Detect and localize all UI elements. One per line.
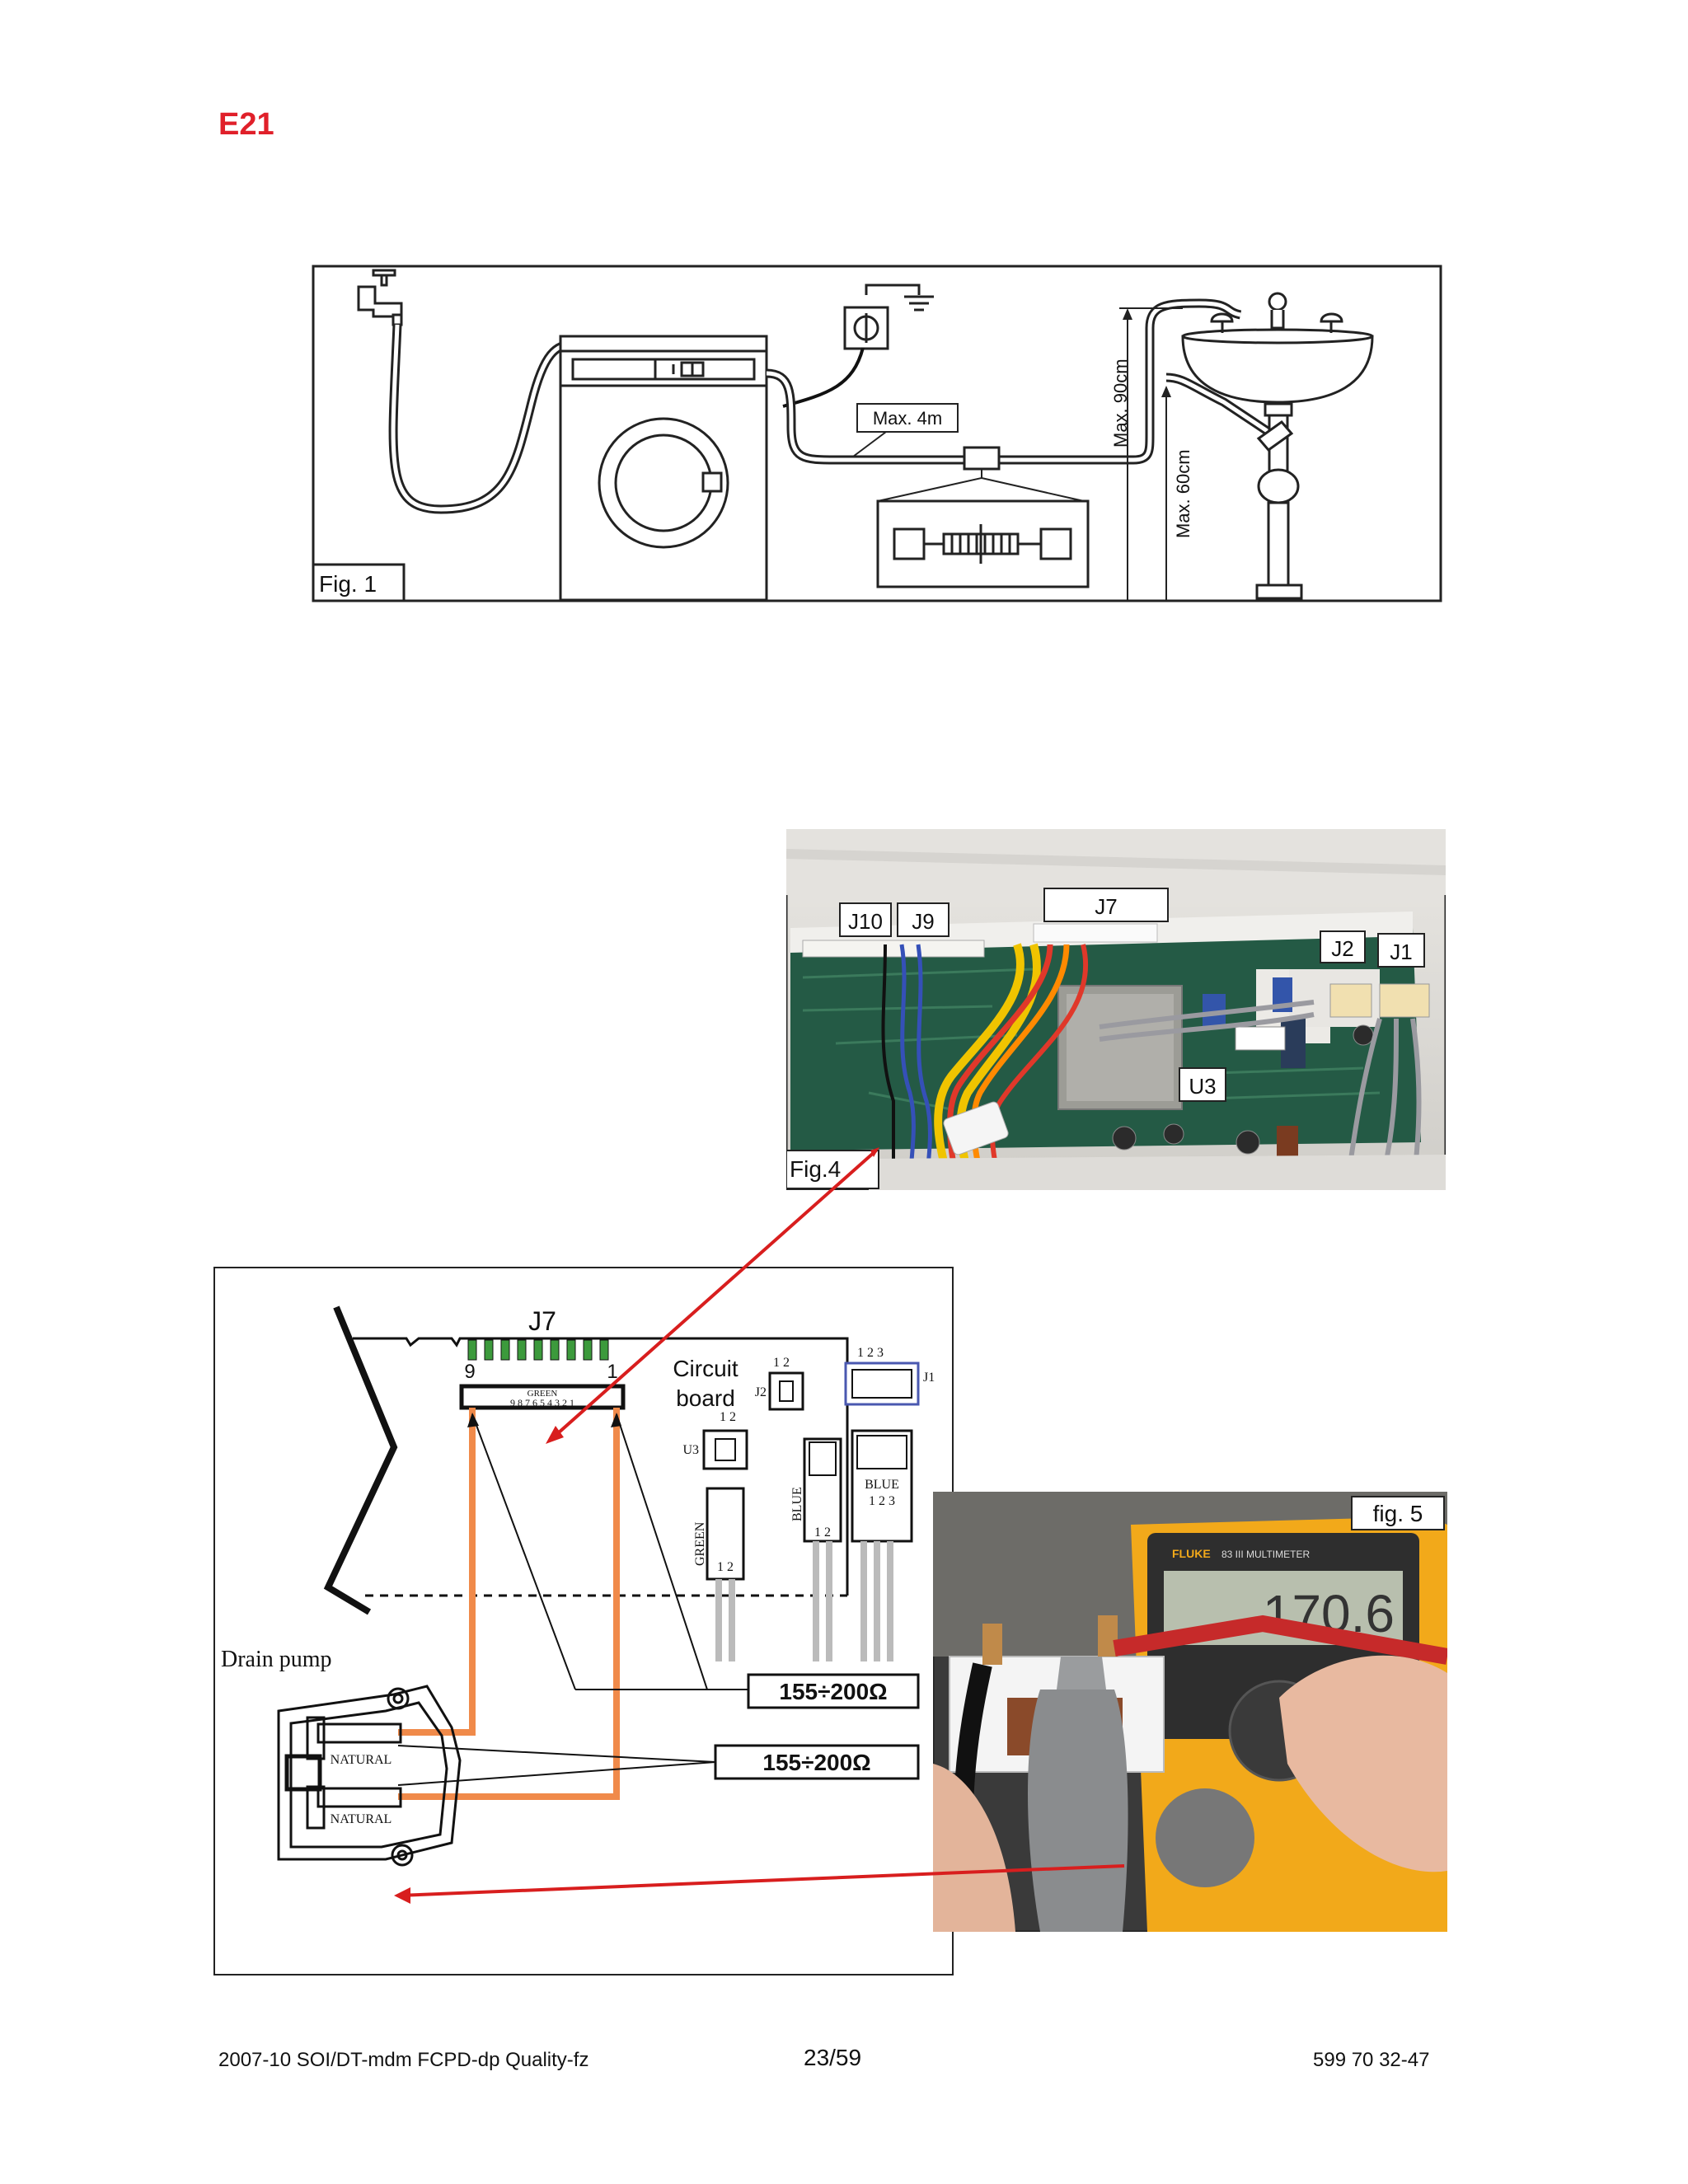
connector-label-j1: J1 bbox=[1390, 940, 1412, 964]
j2-pin-numbers: 1 2 bbox=[773, 1356, 790, 1370]
pin-9-label: 9 bbox=[464, 1361, 475, 1383]
blue-plug-pins: 1 2 bbox=[814, 1526, 831, 1540]
connector-label-j9: J9 bbox=[912, 909, 934, 934]
page-number: 23/59 bbox=[804, 2045, 862, 2070]
connector-labels: J10 J9 J7 J2 J1 U3 bbox=[839, 888, 1425, 1102]
schematic-j2-label: J2 bbox=[755, 1385, 767, 1399]
schematic-u3-label: U3 bbox=[682, 1443, 699, 1457]
fig4-label: Fig.4 bbox=[790, 1156, 841, 1182]
blue-horizontal-label: BLUE bbox=[865, 1478, 899, 1492]
green-plug-pins: 1 2 bbox=[717, 1560, 734, 1574]
j7-pins bbox=[467, 1339, 609, 1361]
connector-label-j2: J2 bbox=[1331, 936, 1353, 961]
drain-pump-label: Drain pump bbox=[221, 1647, 332, 1672]
blue-horizontal-pins: 1 2 3 bbox=[869, 1494, 895, 1508]
green-plug-label: GREEN bbox=[693, 1521, 707, 1566]
j1-pin-numbers: 1 2 3 bbox=[857, 1346, 884, 1360]
blue-plug-label: BLUE bbox=[790, 1487, 804, 1521]
drain-pump-icon bbox=[277, 1685, 462, 1867]
schematic-j1-label: J1 bbox=[923, 1371, 935, 1385]
power-socket-icon bbox=[843, 284, 934, 350]
multimeter-photo: FLUKE 83 III MULTIMETER 170.6 fig. 5 bbox=[933, 1492, 1447, 1932]
connector-label-u3: U3 bbox=[1189, 1074, 1216, 1099]
footer-right: 599 70 32-47 bbox=[1313, 2049, 1430, 2071]
schematic-j7-label: J7 bbox=[528, 1306, 556, 1336]
power-cord bbox=[782, 347, 865, 408]
circuit-board-label-1: Circuit bbox=[673, 1356, 738, 1381]
sink-icon bbox=[1181, 292, 1374, 600]
meter-model: 83 III MULTIMETER bbox=[1221, 1549, 1310, 1560]
natural-label-2: NATURAL bbox=[331, 1812, 392, 1826]
connector-label-j10: J10 bbox=[848, 909, 883, 934]
fig1-label: Fig. 1 bbox=[319, 571, 377, 597]
min-height-label: Max. 60cm bbox=[1173, 449, 1193, 538]
fig5-label: fig. 5 bbox=[1373, 1501, 1423, 1526]
wiring-schematic: J7 9 1 GREEN 9 8 7 6 5 4 3 2 1 Circuit b… bbox=[213, 1267, 954, 1975]
page-heading: E21 bbox=[218, 107, 274, 142]
footer-left: 2007-10 SOI/DT-mdm FCPD-dp Quality-fz bbox=[218, 2049, 589, 2071]
meter-brand: FLUKE bbox=[1172, 1547, 1211, 1560]
circuit-board-photo: J10 J9 J7 J2 J1 U3 Fig.4 bbox=[786, 829, 1446, 1190]
board-edge bbox=[323, 1305, 398, 1615]
resistance-pump-reading: 155÷200Ω bbox=[762, 1750, 870, 1775]
wire-pin9 bbox=[398, 1408, 476, 1736]
j7-pin-numbers: 9 8 7 6 5 4 3 2 1 bbox=[510, 1397, 574, 1408]
connector-label-j7: J7 bbox=[1095, 894, 1117, 919]
wire-pin1 bbox=[398, 1408, 620, 1800]
hose-coupling bbox=[963, 446, 1001, 471]
pin-1-label: 1 bbox=[607, 1361, 617, 1383]
max-height-label: Max. 90cm bbox=[1110, 359, 1131, 448]
hose-extension-kit bbox=[876, 499, 1090, 588]
u3-pin-numbers: 1 2 bbox=[720, 1410, 736, 1424]
circuit-board-label-2: board bbox=[676, 1385, 735, 1411]
resistance-board-reading: 155÷200Ω bbox=[779, 1679, 887, 1704]
max-hose-label: Max. 4m bbox=[873, 408, 942, 429]
washing-machine-icon bbox=[559, 335, 768, 602]
installation-diagram: Max. 4m Max. 90cm Max. 60cm bbox=[312, 265, 1442, 602]
natural-label-1: NATURAL bbox=[331, 1753, 392, 1767]
